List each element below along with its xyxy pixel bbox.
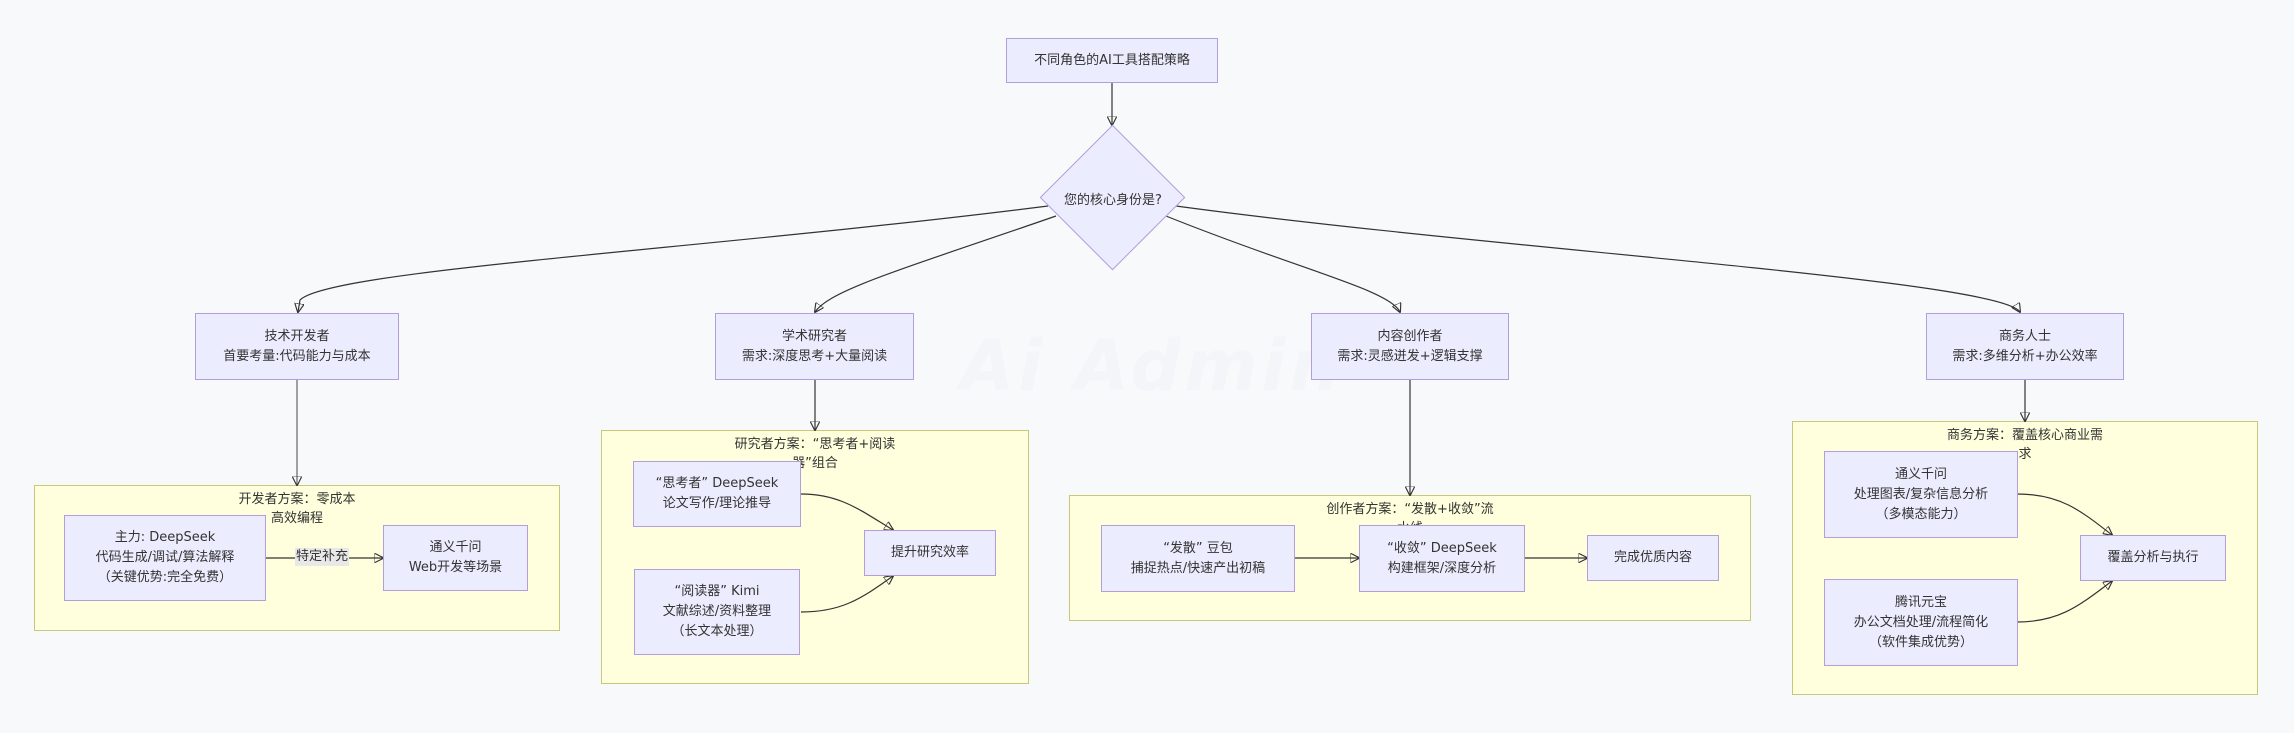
- role-business-subtitle: 需求:多维分析+办公效率: [1952, 348, 2098, 364]
- dev-deepseek-line3: （关键优势:完全免费）: [97, 570, 233, 585]
- res-thinker-line1: “思考者” DeepSeek: [655, 476, 779, 491]
- role-researcher-subtitle: 需求:深度思考+大量阅读: [741, 348, 888, 364]
- biz-qwen-node: 通义千问 处理图表/复杂信息分析 （多模态能力）: [1824, 451, 2018, 538]
- role-business-title: 商务人士: [1998, 328, 2051, 344]
- edge-decision-researcher: [815, 215, 1057, 312]
- dev-deepseek-node: 主力: DeepSeek 代码生成/调试/算法解释 （关键优势:完全免费）: [64, 515, 266, 601]
- cluster-business-title: 商务方案：覆盖核心商业需求: [1946, 428, 2103, 462]
- biz-qwen-line1: 通义千问: [1894, 466, 1947, 482]
- edge-decision-creator: [1165, 215, 1400, 312]
- edge-decision-developer: [298, 205, 1049, 312]
- biz-yuanbao-line1: 腾讯元宝: [1894, 594, 1947, 610]
- biz-yuanbao-line2: 办公文档处理/流程简化: [1853, 614, 1989, 630]
- dev-edge-label: 特定补充: [295, 548, 350, 566]
- biz-qwen-line2: 处理图表/复杂信息分析: [1853, 486, 1989, 502]
- role-researcher: 学术研究者 需求:深度思考+大量阅读: [715, 313, 914, 380]
- res-thinker-line2: 论文写作/理论推导: [662, 496, 772, 511]
- cluster-developer-title: 开发者方案：零成本高效编程: [238, 492, 356, 526]
- role-business: 商务人士 需求:多维分析+办公效率: [1926, 313, 2124, 380]
- cre-diverge-line1: “发散” 豆包: [1163, 540, 1233, 556]
- res-thinker-node: “思考者” DeepSeek 论文写作/理论推导: [633, 461, 801, 527]
- biz-qwen-line3: （多模态能力）: [1875, 506, 1967, 522]
- root-label: 不同角色的AI工具搭配策略: [1034, 52, 1190, 68]
- role-researcher-title: 学术研究者: [781, 328, 847, 344]
- root-node: 不同角色的AI工具搭配策略: [1006, 38, 1218, 83]
- decision-node: 您的核心身份是?: [1039, 124, 1186, 271]
- role-creator-subtitle: 需求:灵感迸发+逻辑支撑: [1337, 348, 1483, 364]
- role-developer-title: 技术开发者: [264, 328, 330, 344]
- role-creator: 内容创作者 需求:灵感迸发+逻辑支撑: [1311, 313, 1509, 380]
- cre-result-node: 完成优质内容: [1587, 535, 1719, 581]
- cre-converge-line1: “收敛” DeepSeek: [1387, 540, 1497, 556]
- dev-qwen-line2: Web开发等场景: [408, 560, 503, 575]
- cluster-researcher-title: 研究者方案：“思考者+阅读器”组合: [734, 437, 896, 471]
- watermark: Ai Admin: [960, 325, 1344, 407]
- res-result-label: 提升研究效率: [890, 545, 969, 560]
- biz-result-label: 覆盖分析与执行: [2107, 550, 2199, 565]
- res-reader-line1: “阅读器” Kimi: [674, 584, 760, 599]
- cre-converge-node: “收敛” DeepSeek 构建框架/深度分析: [1359, 525, 1525, 592]
- biz-result-node: 覆盖分析与执行: [2080, 535, 2226, 581]
- res-reader-line2: 文献综述/资料整理: [662, 604, 772, 619]
- role-developer-subtitle: 首要考量:代码能力与成本: [223, 348, 371, 364]
- cre-diverge-node: “发散” 豆包 捕捉热点/快速产出初稿: [1101, 525, 1295, 592]
- res-reader-node: “阅读器” Kimi 文献综述/资料整理 （长文本处理）: [634, 569, 800, 655]
- res-result-node: 提升研究效率: [864, 530, 996, 576]
- cre-converge-line2: 构建框架/深度分析: [1387, 560, 1497, 576]
- biz-yuanbao-line3: （软件集成优势）: [1868, 634, 1973, 650]
- biz-yuanbao-node: 腾讯元宝 办公文档处理/流程简化 （软件集成优势）: [1824, 579, 2018, 666]
- dev-qwen-node: 通义千问 Web开发等场景: [383, 525, 528, 591]
- dev-deepseek-line2: 代码生成/调试/算法解释: [95, 550, 235, 565]
- dev-qwen-line1: 通义千问: [429, 540, 482, 555]
- cre-diverge-line2: 捕捉热点/快速产出初稿: [1130, 560, 1266, 576]
- decision-label: 您的核心身份是?: [1064, 192, 1162, 208]
- role-creator-title: 内容创作者: [1377, 328, 1443, 344]
- cre-result-label: 完成优质内容: [1613, 550, 1692, 565]
- role-developer: 技术开发者 首要考量:代码能力与成本: [195, 313, 399, 380]
- edge-decision-business: [1175, 205, 2020, 312]
- res-reader-line3: （长文本处理）: [671, 624, 763, 639]
- dev-deepseek-line1: 主力: DeepSeek: [114, 530, 216, 545]
